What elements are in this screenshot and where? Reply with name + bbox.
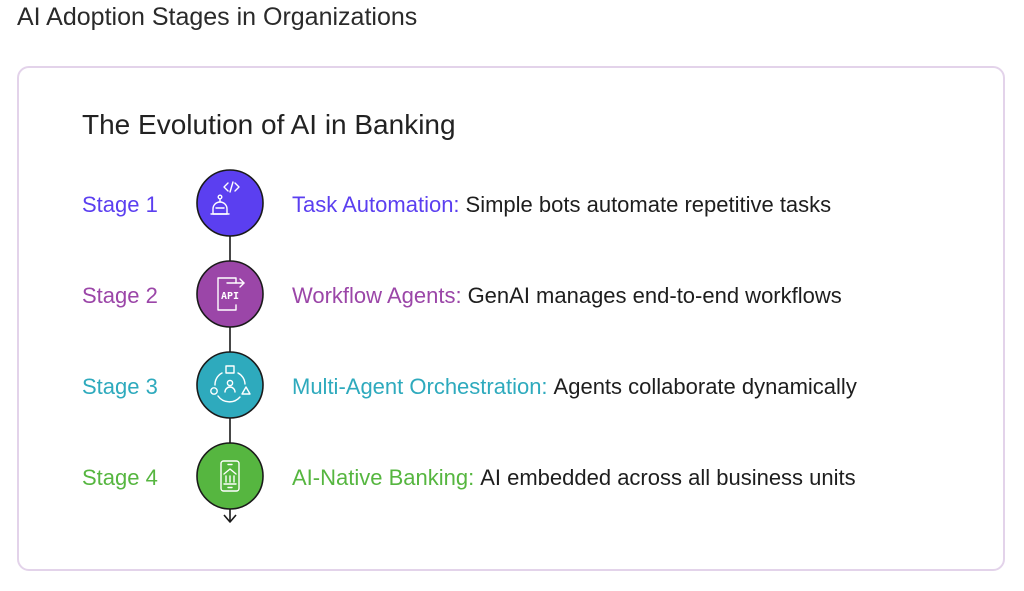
diagram-title: The Evolution of AI in Banking	[82, 109, 456, 140]
stage-4-keyword: AI-Native Banking:	[292, 465, 475, 490]
stage-1-description: Task Automation:Simple bots automate rep…	[292, 191, 831, 219]
stage-2-node: API	[196, 260, 264, 328]
robot-code-icon	[210, 181, 240, 215]
page-title: AI Adoption Stages in Organizations	[17, 3, 418, 31]
stage-3-node	[196, 351, 264, 419]
stage-3-text: Agents collaborate dynamically	[553, 374, 857, 399]
stage-1-text: Simple bots automate repetitive tasks	[465, 192, 832, 217]
timeline-arrow-icon	[223, 514, 237, 523]
agent-network-icon	[210, 365, 251, 403]
stage-3-keyword: Multi-Agent Orchestration:	[292, 374, 548, 399]
stage-2-keyword: Workflow Agents:	[292, 283, 462, 308]
stage-2-label: Stage 2	[82, 283, 158, 308]
stage-2-text: GenAI manages end-to-end workflows	[467, 283, 842, 308]
stage-3-description: Multi-Agent Orchestration:Agents collabo…	[292, 373, 857, 401]
stage-4-label: Stage 4	[82, 465, 158, 490]
stage-1-label: Stage 1	[82, 192, 158, 217]
stage-4-description: AI-Native Banking:AI embedded across all…	[292, 464, 856, 492]
mobile-bank-icon	[220, 460, 240, 492]
stage-3-label: Stage 3	[82, 374, 158, 399]
diagram-card: The Evolution of AI in Banking Stage 1 S…	[17, 66, 1005, 571]
stage-2-description: Workflow Agents:GenAI manages end-to-end…	[292, 282, 842, 310]
stage-1-node	[196, 169, 264, 237]
stage-4-node	[196, 442, 264, 510]
stage-1-keyword: Task Automation:	[292, 192, 460, 217]
api-icon-label: API	[221, 291, 239, 302]
api-document-icon	[217, 277, 245, 311]
stage-4-text: AI embedded across all business units	[480, 465, 856, 490]
timeline: API	[196, 169, 264, 523]
